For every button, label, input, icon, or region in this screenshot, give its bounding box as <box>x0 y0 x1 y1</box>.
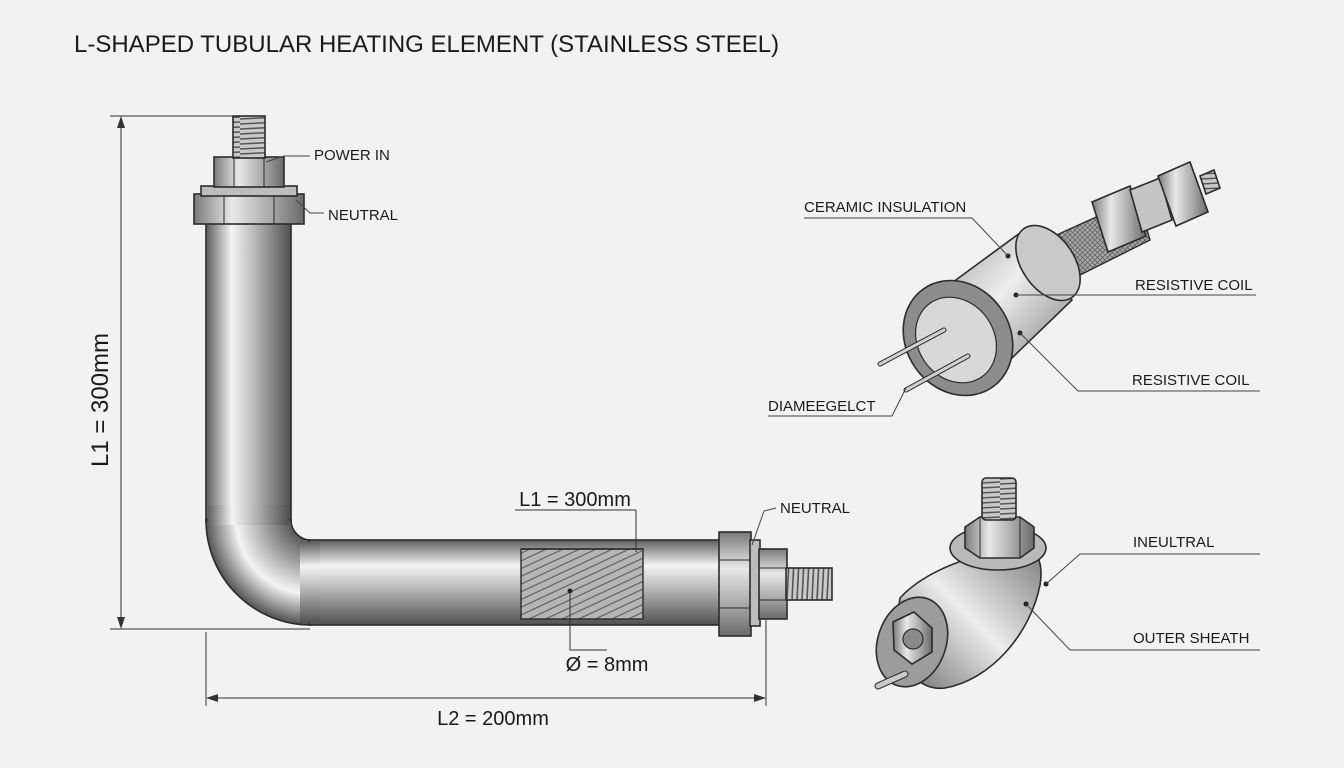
detail-sleeve <box>1129 176 1173 234</box>
tube-bend <box>205 519 312 626</box>
elbow-pin <box>875 671 908 689</box>
l1-arrow-bottom <box>117 617 125 629</box>
outer-sheath-label: OUTER SHEATH <box>1133 630 1249 647</box>
horizontal-tube <box>308 539 722 626</box>
l2-arrow-left <box>206 694 218 702</box>
vertical-tube <box>205 221 292 523</box>
resistive-coil-window <box>520 548 644 620</box>
detail-nut-2 <box>1156 160 1210 228</box>
detail-pin-1 <box>878 328 946 366</box>
l-shaped-heating-element <box>193 115 833 637</box>
neutral-end-nut <box>758 548 788 620</box>
l1-horizontal-label: L1 = 300mm <box>519 489 631 511</box>
elbow-top-nut <box>964 516 1035 559</box>
diameter-label: Ø = 8mm <box>566 654 649 676</box>
l1-arrow-top <box>117 116 125 128</box>
detail-2-callouts: INEULTRAL OUTER SHEATH <box>1025 534 1260 651</box>
diameter-detail-leader <box>768 387 907 417</box>
neutral-flange-nut <box>193 193 305 225</box>
neutral-end-leader <box>751 507 777 546</box>
detail-pin-2 <box>904 354 970 392</box>
neutral-top-leader <box>295 199 324 214</box>
end-flange-nut <box>718 531 752 637</box>
power-in-leader <box>265 155 310 163</box>
l1-vertical-label: L1 = 300mm <box>87 333 114 467</box>
seam-cover-h <box>300 542 320 623</box>
neutral-end-label: NEUTRAL <box>780 500 850 517</box>
outer-sheath-leader <box>1025 603 1260 651</box>
power-in-nut <box>213 156 285 188</box>
elbow-front-bore <box>902 628 924 650</box>
l2-arrow-right <box>754 694 766 702</box>
ineultral-label: INEULTRAL <box>1133 534 1214 551</box>
detail-elbow <box>874 477 1049 690</box>
main-dimensions: L1 = 300mm L2 = 200mm L1 = 300mm Ø = 8mm <box>87 115 767 730</box>
resistive-coil-2-label: RESISTIVE COIL <box>1132 372 1250 389</box>
detail-cylinder-back <box>1015 224 1081 302</box>
ceramic-insulation-core <box>914 296 998 384</box>
neutral-top-label: NEUTRAL <box>328 207 398 224</box>
detail-1-callouts: CERAMIC INSULATION RESISTIVE COIL RESIST… <box>768 199 1260 417</box>
l2-label: L2 = 200mm <box>437 708 549 730</box>
seam-cover-v <box>208 505 289 525</box>
power-in-threaded-stud <box>232 115 266 159</box>
detail-nut-1 <box>1091 184 1147 254</box>
neutral-end-threaded-stud <box>785 567 833 601</box>
ceramic-insulation-label: CERAMIC INSULATION <box>804 199 966 216</box>
ceramic-insulation-leader <box>804 217 1009 257</box>
resistive-coil-1-label: RESISTIVE COIL <box>1135 277 1253 294</box>
main-callouts: POWER IN NEUTRAL NEUTRAL <box>265 147 850 546</box>
ineultral-leader <box>1045 553 1260 585</box>
detail-cutaway-end <box>877 160 1221 397</box>
diagram-title: L-SHAPED TUBULAR HEATING ELEMENT (STAINL… <box>74 31 779 58</box>
detail-terminal-stud <box>1199 168 1221 196</box>
diameter-leader <box>569 591 607 651</box>
diameter-detail-label: DIAMEEGELCT <box>768 398 876 415</box>
resistive-coil-2-leader <box>1019 332 1260 392</box>
elbow-threaded-stud <box>981 477 1017 521</box>
power-in-label: POWER IN <box>314 147 390 164</box>
